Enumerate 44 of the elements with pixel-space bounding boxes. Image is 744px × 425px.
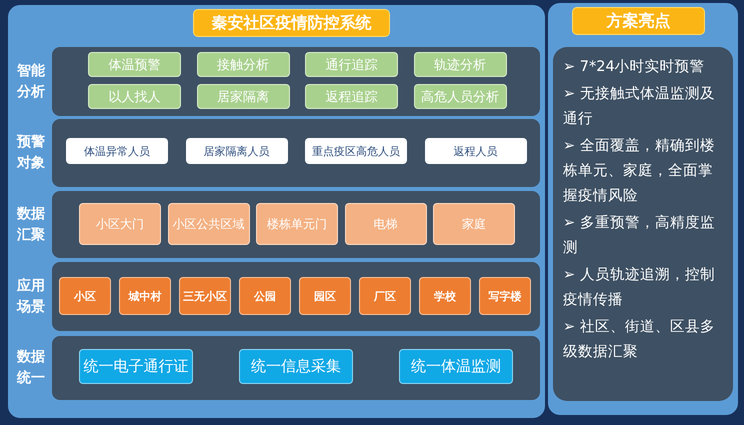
scenario-box: 小区: [59, 277, 111, 315]
analysis-box: 体温预警: [88, 52, 181, 77]
highlight-item: ➢ 全面覆盖，精确到楼栋单元、家庭，全面掌握疫情风险: [563, 136, 716, 206]
unified-box: 统一信息采集: [239, 349, 353, 384]
highlights-list: [553, 47, 733, 401]
data-source-box: 家庭: [433, 203, 515, 245]
scenario-box: 三无小区: [179, 277, 231, 315]
target-box: 重点疫区高危人员: [305, 138, 407, 164]
analysis-box: 以人找人: [88, 84, 181, 109]
target-box: 居家隔离人员: [186, 138, 288, 164]
layer-label: 应用场景: [16, 276, 46, 316]
data-source-box: 小区大门: [79, 203, 161, 245]
scenario-box: 厂区: [359, 277, 411, 315]
target-box: 返程人员: [424, 138, 526, 164]
scenario-box: 学校: [419, 277, 471, 315]
analysis-box: 居家隔离: [196, 84, 290, 109]
analysis-box: 返程追踪: [305, 84, 398, 109]
analysis-box: 通行追踪: [305, 52, 398, 77]
layer-label: 预警对象: [16, 133, 46, 173]
analysis-box: 接触分析: [196, 52, 290, 77]
scenario-box: 写字楼: [479, 277, 531, 315]
highlight-item: ➢ 无接触式体温监测及通行: [563, 85, 716, 129]
scenario-box: 园区: [299, 277, 351, 315]
scenario-box: 城中村: [119, 277, 171, 315]
title-banner: 秦安社区疫情防控系统: [193, 9, 390, 37]
data-source-box: 楼栋单元门: [256, 203, 338, 245]
system-panel: [8, 5, 545, 418]
target-box: 体温异常人员: [66, 138, 168, 164]
highlight-item: ➢ 多重预警，高精度监测: [563, 214, 716, 258]
highlight-item: ➢ 人员轨迹追溯，控制疫情传播: [563, 266, 716, 310]
analysis-box: 轨迹分析: [414, 52, 506, 77]
scenario-box: 公园: [239, 277, 291, 315]
unified-box: 统一体温监测: [399, 349, 513, 384]
heading-banner: 方案亮点: [572, 7, 705, 35]
highlight-item: ➢ 7*24小时实时预警: [563, 58, 706, 77]
unified-box: 统一电子通行证: [79, 349, 193, 384]
analysis-box: 高危人员分析: [414, 84, 506, 109]
highlight-item: ➢ 社区、街道、区县多级数据汇聚: [563, 318, 716, 362]
highlights-panel: [548, 3, 738, 415]
layer-label: 数据汇聚: [16, 204, 46, 244]
data-source-box: 小区公共区域: [168, 203, 250, 245]
layer-label: 智能分析: [16, 62, 46, 102]
data-source-box: 电梯: [344, 203, 426, 245]
layer-label: 数据统一: [16, 348, 46, 388]
